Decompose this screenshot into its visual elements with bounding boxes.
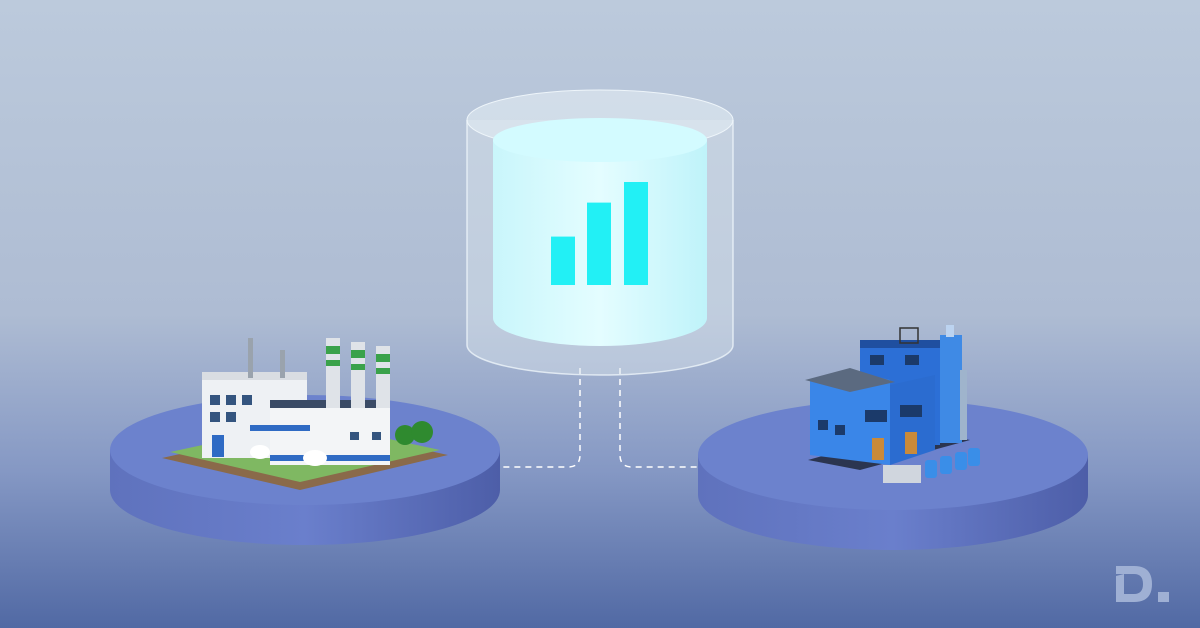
bar-chart-icon xyxy=(551,182,648,285)
chart-bar xyxy=(624,182,648,285)
factory-white-icon xyxy=(162,338,448,490)
logo-mark xyxy=(1116,566,1169,602)
chart-bar xyxy=(551,236,575,285)
chart-bar xyxy=(587,202,611,285)
chimneys xyxy=(248,338,390,408)
factory-blue-icon xyxy=(805,325,980,483)
